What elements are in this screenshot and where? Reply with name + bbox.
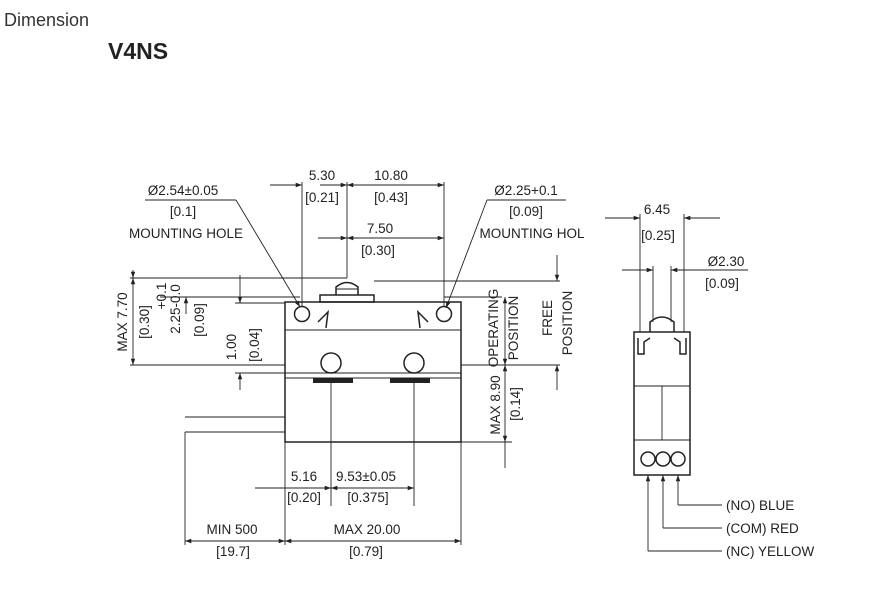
hole-hook-left <box>317 309 330 329</box>
hole-right-label: MOUNTING HOL <box>479 226 584 241</box>
wire-label-nc: (NC) YELLOW <box>726 544 815 559</box>
dim-max770-in: [0.30] <box>137 305 152 339</box>
free-position-label: POSITION <box>560 291 575 356</box>
side-clip-right <box>673 337 687 355</box>
tol-mid: 2.25-0.0 <box>168 284 183 334</box>
actuator-button <box>335 281 359 295</box>
dim-100: 1.00 <box>224 334 239 360</box>
terminal-hole-left <box>320 352 342 374</box>
side-clip-left <box>637 337 651 355</box>
switch-side-view: 6.45 [0.25] Ø2.30 [0.09] (NO) BLUE (COM)… <box>605 202 815 559</box>
dim-645-in: [0.25] <box>641 228 675 243</box>
dim-953: 9.53±0.05 <box>336 469 396 484</box>
hole-left-in: [0.1] <box>170 204 196 219</box>
dim-max890-in: [0.14] <box>508 387 523 421</box>
dim-750: 7.50 <box>367 221 393 236</box>
dim-max890: MAX 8.90 <box>488 375 503 434</box>
terminal-bar-right <box>390 378 430 383</box>
switch-front-view <box>185 281 462 443</box>
dim-230-in: [0.09] <box>705 276 739 291</box>
mounting-hole-left <box>293 305 311 323</box>
switch-body-outline <box>284 301 462 443</box>
dim-750-in: [0.30] <box>361 243 395 258</box>
right-dimensions: OPERATING POSITION FREE POSITION MAX 8.9… <box>374 255 575 468</box>
dim-max2000: MAX 20.00 <box>334 522 401 537</box>
operating-position-label: POSITION <box>506 296 521 361</box>
dim-953-in: [0.375] <box>347 490 388 505</box>
hole-left-label: MOUNTING HOLE <box>129 226 243 241</box>
dim-516-in: [0.20] <box>287 490 321 505</box>
tol-in: [0.09] <box>192 303 207 337</box>
terminal-hole-right <box>403 352 425 374</box>
dim-530-in: [0.21] <box>305 190 339 205</box>
hole-right-dia: Ø2.25+0.1 <box>494 183 557 198</box>
left-dimensions: MAX 7.70 [0.30] +0.1 2.25-0.0 [0.09] 1.0… <box>115 270 347 390</box>
dim-max770: MAX 7.70 <box>115 292 130 351</box>
top-dimensions: 5.30 [0.21] 10.80 [0.43] 7.50 [0.30] <box>270 168 445 306</box>
free-label: FREE <box>540 300 555 336</box>
tol-top: +0.1 <box>154 283 169 310</box>
operating-label: OPERATING <box>486 289 501 368</box>
dim-645: 6.45 <box>644 202 670 217</box>
section-label: Dimension <box>4 10 90 30</box>
dim-230: Ø2.30 <box>708 254 745 269</box>
wire-end-com <box>655 451 671 467</box>
hole-hook-right <box>416 309 429 329</box>
wire-label-no: (NO) BLUE <box>726 498 794 513</box>
dim-min500-in: [19.7] <box>216 544 250 559</box>
terminal-bar-left <box>313 378 353 383</box>
dim-100-in: [0.04] <box>247 328 262 362</box>
dim-max2000-in: [0.79] <box>349 544 383 559</box>
dim-530: 5.30 <box>309 168 335 183</box>
side-actuator <box>649 316 675 332</box>
wire-label-com: (COM) RED <box>726 521 799 536</box>
mounting-hole-right <box>435 305 453 323</box>
model-title: V4NS <box>108 38 169 64</box>
hole-right-in: [0.09] <box>509 204 543 219</box>
dim-1080-in: [0.43] <box>374 190 408 205</box>
wire-end-no <box>670 451 686 467</box>
dim-516: 5.16 <box>291 469 317 484</box>
hole-callouts: Ø2.54±0.05 [0.1] MOUNTING HOLE Ø2.25+0.1… <box>129 183 585 309</box>
dim-min500: MIN 500 <box>206 522 257 537</box>
bottom-dimensions: 5.16 [0.20] 9.53±0.05 [0.375] MIN 500 [1… <box>184 378 462 559</box>
actuator-base <box>319 294 375 303</box>
wire-end-nc <box>640 451 656 467</box>
hole-left-dia: Ø2.54±0.05 <box>148 183 218 198</box>
dim-1080: 10.80 <box>374 168 408 183</box>
